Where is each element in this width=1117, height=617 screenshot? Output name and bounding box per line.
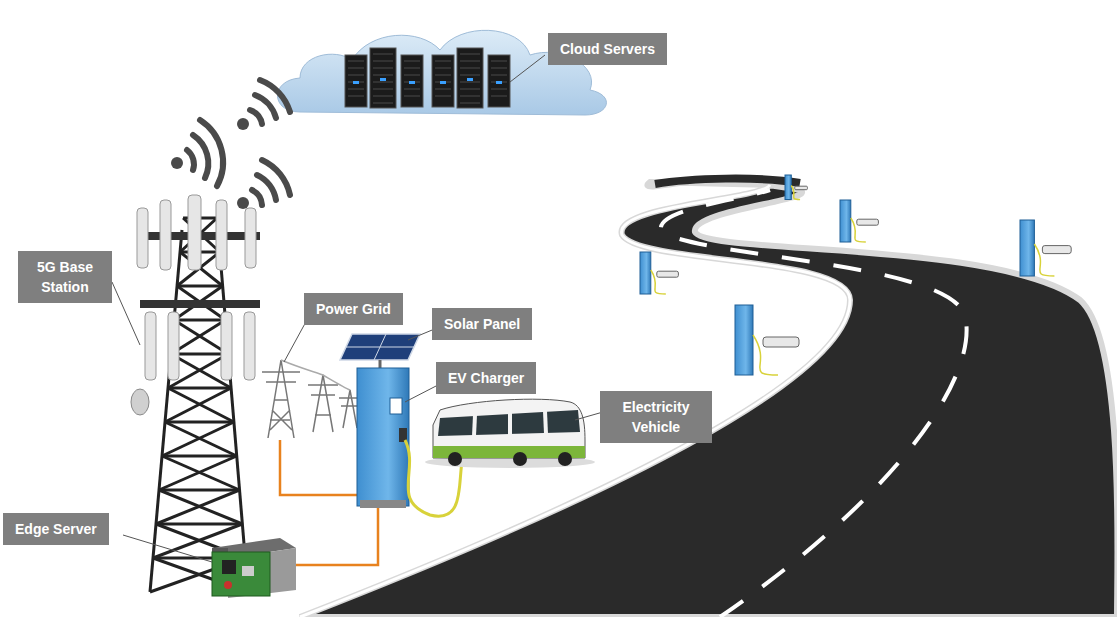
roadside-chargers (640, 175, 1071, 375)
callout-label: 5G Base Station (30, 257, 100, 297)
callout-box: Power Grid (304, 293, 403, 325)
tower-brace (165, 421, 234, 424)
5g-tower (150, 218, 248, 592)
mini-charger (1020, 220, 1034, 276)
tower-brace (168, 387, 231, 390)
tower-brace (156, 523, 242, 526)
server-slot (348, 89, 364, 90)
server-light (380, 78, 386, 81)
power-pylons (262, 360, 361, 438)
electric-bus (425, 399, 595, 468)
server-slot (404, 68, 420, 69)
mini-charger (785, 175, 791, 200)
solar-panel (340, 334, 420, 370)
callout-box: EV Charger (436, 362, 536, 394)
server-rack (345, 55, 367, 107)
tower-brace (168, 388, 234, 422)
server-slot (491, 68, 507, 69)
mini-charger (735, 305, 753, 375)
tower-brace (159, 489, 240, 492)
server-slot (491, 89, 507, 90)
server-light (467, 78, 473, 81)
edge-server (212, 538, 296, 598)
tower-brace (174, 319, 225, 322)
server-rack (432, 55, 454, 107)
callout-label: Solar Panel (444, 314, 520, 334)
server-slot (373, 89, 393, 90)
tower-brace (165, 422, 237, 456)
mini-charger (640, 252, 651, 294)
wireless-signals (171, 80, 290, 209)
server-slot (435, 68, 451, 69)
server-slot (435, 75, 451, 76)
server-slot (373, 75, 393, 76)
tower-brace (174, 320, 228, 354)
mini-car (1042, 246, 1071, 254)
server-rack (488, 55, 510, 107)
callout-label: Power Grid (316, 299, 391, 319)
server-slot (404, 89, 420, 90)
mini-car (795, 186, 808, 190)
callout-box: Cloud Servers (548, 33, 667, 65)
mini-car (763, 337, 799, 347)
server-slot (404, 75, 420, 76)
callout-box: Edge Server (3, 513, 109, 545)
tower-brace (162, 455, 237, 458)
server-light (440, 81, 446, 84)
callout-box: Electricity Vehicle (600, 391, 712, 443)
server-slot (460, 54, 480, 55)
server-slot (491, 75, 507, 76)
winding-road (300, 179, 1117, 617)
server-slot (373, 54, 393, 55)
mini-car (657, 271, 679, 277)
tower-brace (177, 285, 223, 288)
server-light (496, 81, 502, 84)
server-slot (491, 96, 507, 97)
server-slot (491, 61, 507, 62)
mini-charger (840, 200, 851, 242)
server-slot (435, 89, 451, 90)
server-slot (404, 96, 420, 97)
tower-brace (162, 456, 240, 490)
callout-label: Edge Server (15, 519, 97, 539)
server-slot (435, 96, 451, 97)
server-slot (373, 61, 393, 62)
callout-label: Electricity Vehicle (612, 397, 700, 437)
server-slot (460, 75, 480, 76)
server-rack (370, 48, 396, 108)
server-slot (348, 96, 364, 97)
server-slot (460, 61, 480, 62)
server-slot (460, 89, 480, 90)
server-slot (460, 103, 480, 104)
server-slot (348, 75, 364, 76)
antennas (131, 195, 260, 415)
server-slot (373, 96, 393, 97)
tower-brace (171, 353, 228, 356)
server-slot (460, 82, 480, 83)
server-slot (373, 68, 393, 69)
server-slot (373, 103, 393, 104)
server-light (353, 81, 359, 84)
server-light (409, 81, 415, 84)
mini-car (857, 219, 879, 225)
server-slot (348, 61, 364, 62)
callout-label: EV Charger (448, 368, 524, 388)
server-slot (404, 61, 420, 62)
callout-box: Solar Panel (432, 308, 532, 340)
server-slot (435, 61, 451, 62)
server-slot (373, 82, 393, 83)
server-slot (460, 96, 480, 97)
callout-box: 5G Base Station (18, 251, 112, 303)
tower-brace (159, 490, 242, 524)
server-slot (348, 68, 364, 69)
server-slot (460, 68, 480, 69)
server-racks (345, 48, 510, 108)
server-rack (457, 48, 483, 108)
callout-label: Cloud Servers (560, 39, 655, 59)
server-rack (401, 55, 423, 107)
